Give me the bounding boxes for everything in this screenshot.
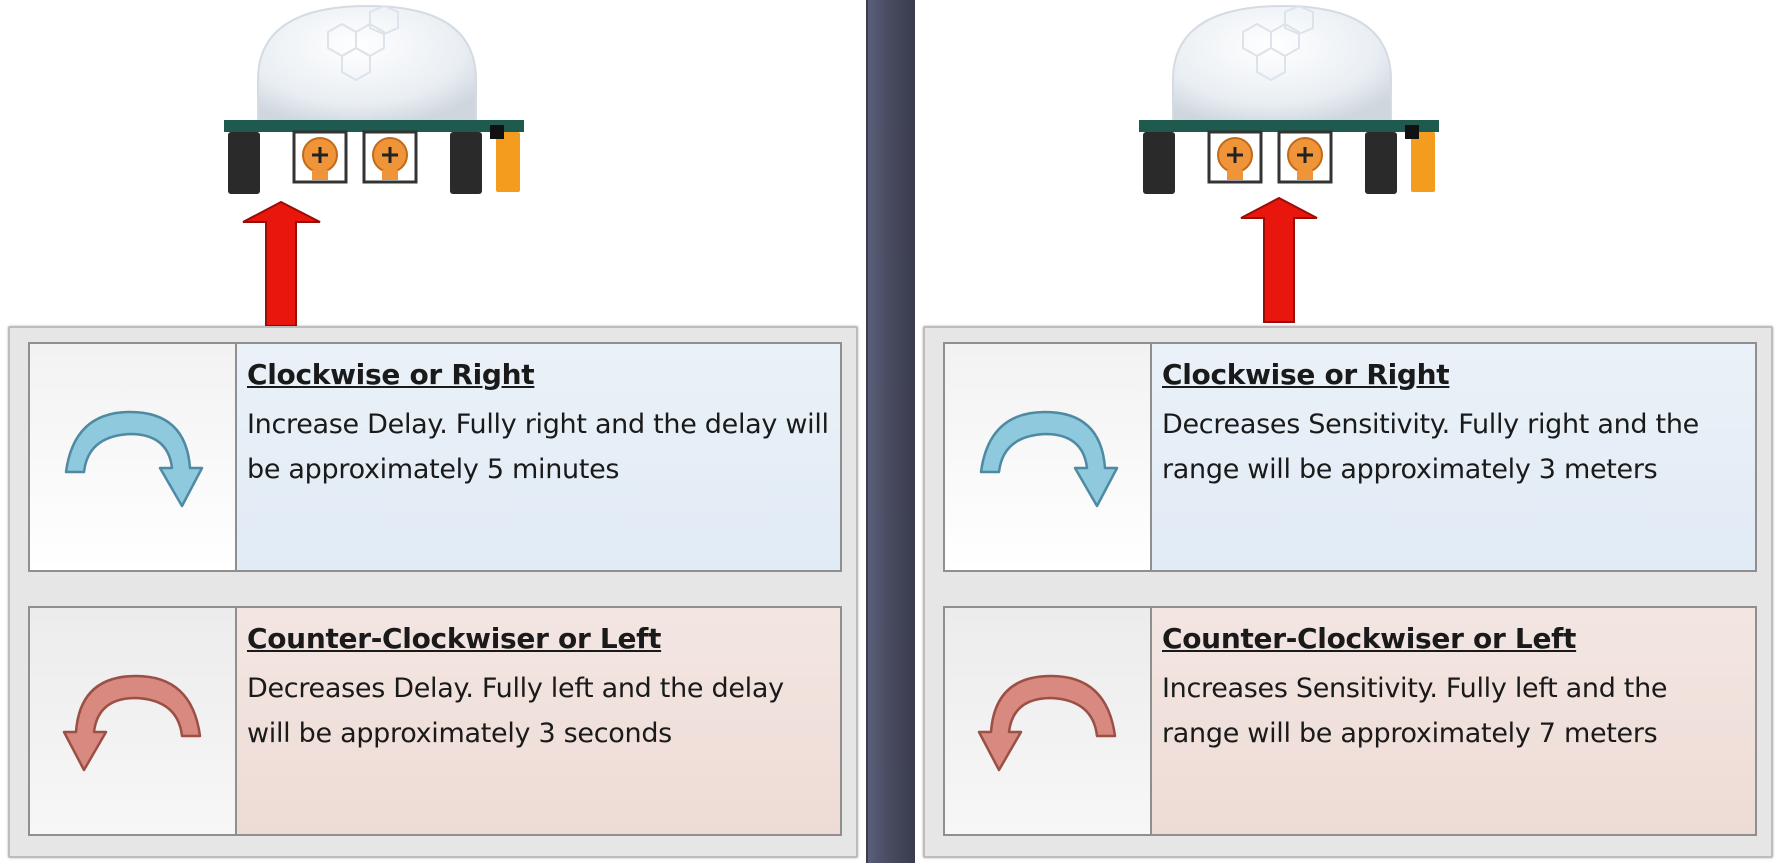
clockwise-row: Clockwise or Right Increase Delay. Fully…: [28, 342, 842, 572]
pir-sensor-icon: [1139, 4, 1439, 323]
clockwise-arrow-icon: [979, 410, 1118, 508]
clockwise-description: Increase Delay. Fully right and the dela…: [247, 409, 829, 485]
adjustment-table: Clockwise or Right Increase Delay. Fully…: [8, 326, 858, 858]
red-up-arrow-icon: [1240, 196, 1318, 323]
delay-panel: Clockwise or Right Increase Delay. Fully…: [0, 0, 866, 863]
counter-clockwise-heading: Counter-Clockwiser or Left: [1162, 622, 1577, 655]
pir-sensor-illustration: [915, 0, 1781, 330]
pir-sensor-icon: [224, 4, 524, 327]
counter-clockwise-arrow-icon: [62, 674, 201, 772]
panel-divider: [868, 0, 915, 863]
counter-clockwise-row: Counter-Clockwiser or Left Decreases Del…: [28, 606, 842, 836]
clockwise-icon-cell: [945, 344, 1152, 570]
clockwise-heading: Clockwise or Right: [1162, 358, 1450, 391]
counter-clockwise-heading: Counter-Clockwiser or Left: [247, 622, 662, 655]
counter-clockwise-row: Counter-Clockwiser or Left Increases Sen…: [943, 606, 1757, 836]
pir-sensor-illustration: [0, 0, 866, 330]
clockwise-heading: Clockwise or Right: [247, 358, 535, 391]
counter-clockwise-description: Decreases Delay. Fully left and the dela…: [247, 673, 784, 749]
clockwise-icon-cell: [30, 344, 237, 570]
adjustment-table: Clockwise or Right Decreases Sensitivity…: [923, 326, 1773, 858]
counter-clockwise-icon-cell: [30, 608, 237, 834]
clockwise-row: Clockwise or Right Decreases Sensitivity…: [943, 342, 1757, 572]
red-up-arrow-icon: [242, 200, 321, 327]
sensitivity-panel: Clockwise or Right Decreases Sensitivity…: [915, 0, 1781, 863]
counter-clockwise-description: Increases Sensitivity. Fully left and th…: [1162, 673, 1668, 749]
counter-clockwise-arrow-icon: [977, 674, 1116, 772]
clockwise-description: Decreases Sensitivity. Fully right and t…: [1162, 409, 1699, 485]
counter-clockwise-icon-cell: [945, 608, 1152, 834]
clockwise-arrow-icon: [64, 410, 203, 508]
